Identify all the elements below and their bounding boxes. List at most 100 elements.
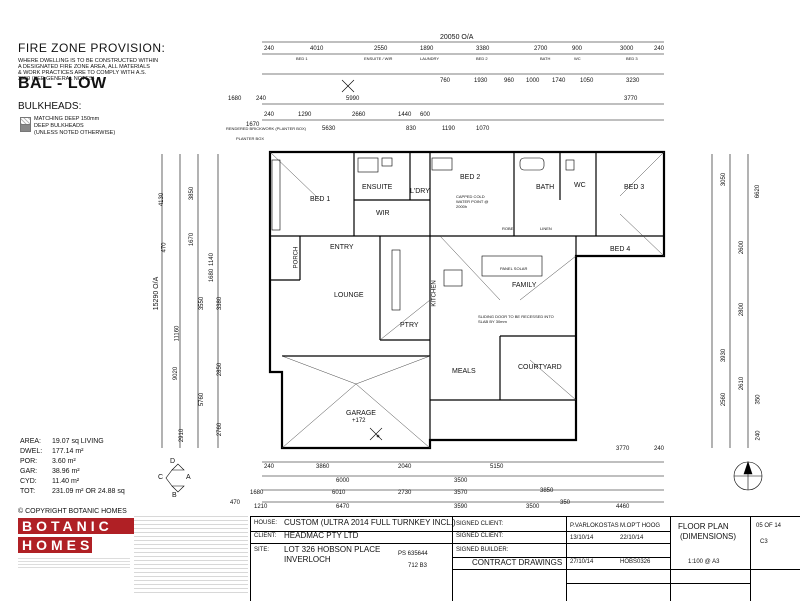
compass-letter: A <box>186 474 191 481</box>
note-sliding: SLIDING DOOR TO BE RECESSED INTO SLAB BY… <box>478 314 554 324</box>
client-label: CLIENT: <box>254 533 277 539</box>
roof-line <box>269 151 321 201</box>
dim: 2730 <box>398 490 412 496</box>
sheet-code: C3 <box>760 539 768 545</box>
dim: 240 <box>654 46 665 52</box>
room-garage: GARAGE <box>346 410 376 417</box>
dim: 350 <box>755 394 762 405</box>
room-linen: LINEN <box>540 226 552 231</box>
garage-marker <box>376 434 380 438</box>
room-bed1: BED 1 <box>310 196 331 203</box>
area-schedule: AREA: 19.07 sq LIVING DWEL: 177.14 m² PO… <box>18 436 156 500</box>
map-ref: 712 B3 <box>408 563 428 569</box>
roof-line <box>439 235 501 301</box>
dim: 3550 <box>199 296 206 311</box>
dim: 2610 <box>739 376 746 391</box>
dim-label: WC <box>574 56 581 61</box>
room-wir: WIR <box>376 210 390 217</box>
bulkhead-swatch-deep <box>20 124 31 132</box>
laundry-trough <box>431 157 453 171</box>
house-value: CUSTOM (ULTRA 2014 FULL TURNKEY INCL.) <box>284 518 456 527</box>
planter-box <box>271 159 281 231</box>
drawing-subtitle: (DIMENSIONS) <box>680 532 736 541</box>
compass-letter: B <box>172 492 177 499</box>
room-garage-sub: +172 <box>352 418 366 424</box>
dim: 3850 <box>540 488 554 494</box>
date-drawn: 13/10/14 <box>570 535 594 541</box>
area-value: 177.14 m² <box>52 448 84 455</box>
signed-builder: SIGNED BUILDER: <box>456 547 509 553</box>
dim: 470 <box>161 242 168 253</box>
area-value: 38.96 m² <box>52 468 80 475</box>
room-bed3: BED 3 <box>624 184 645 191</box>
floor-plan <box>161 41 763 503</box>
dim: 1680 <box>228 96 242 102</box>
cooktop <box>443 269 463 287</box>
logo-line2: HOMES <box>18 537 92 553</box>
area-label: AREA: <box>20 438 42 445</box>
room-bed4: BED 4 <box>610 246 631 253</box>
toilet <box>565 159 575 171</box>
dim: 1140 <box>208 253 215 266</box>
checked-by: M.OP'T HOOG <box>620 523 661 529</box>
dim: 3380 <box>217 296 224 311</box>
area-label: TOT: <box>20 488 36 495</box>
roof-line <box>619 151 665 197</box>
dim: 760 <box>440 78 451 84</box>
bulkheads-title: BULKHEADS: <box>18 101 82 112</box>
dim: 6000 <box>336 478 350 484</box>
plan-ref: PS 635644 <box>398 551 428 557</box>
dim: 2910 <box>179 428 186 443</box>
note-brickwork: RENDERED BRICKWORK (PLANTER BOX) <box>226 126 307 131</box>
roof-line <box>281 355 357 385</box>
kitchen-bench <box>391 249 401 311</box>
site-label: SITE: <box>254 547 270 553</box>
logo-fineprint <box>18 558 130 570</box>
roof-line <box>379 299 431 341</box>
client-value: HEADMAC PTY LTD <box>284 531 359 540</box>
signed-client-2: SIGNED CLIENT: <box>456 533 504 539</box>
dim: 1000 <box>526 78 540 84</box>
dim: 1670 <box>246 122 260 128</box>
dim: 3770 <box>616 446 630 452</box>
roof-line <box>355 355 431 385</box>
general-notes-block <box>134 516 248 596</box>
dim: 2800 <box>739 302 746 317</box>
dim: 1290 <box>298 112 312 118</box>
date-issued: 27/10/14 <box>570 559 594 565</box>
drawing-title: FLOOR PLAN <box>678 522 729 531</box>
area-value: 19.07 sq LIVING <box>52 438 104 445</box>
compass-icon <box>733 461 763 491</box>
dim-label: BED 3 <box>626 56 638 61</box>
note-capped: CAPPED COLD WATER POINT @ 2000h <box>456 194 489 209</box>
dim-overall-top: 20050 O/A <box>440 34 474 41</box>
x-marker <box>369 427 383 441</box>
dim: 5630 <box>322 126 336 132</box>
dim: 3590 <box>454 504 468 510</box>
dim: 2850 <box>217 362 224 377</box>
site-line2: INVERLOCH <box>284 555 331 564</box>
room-wc: WC <box>574 182 586 189</box>
dim-right-overall: 6620 <box>755 184 762 199</box>
dim-left-overall: 15290 O/A <box>153 276 161 311</box>
vanity <box>381 157 393 167</box>
dim: 1190 <box>442 126 455 132</box>
room-lounge: LOUNGE <box>334 292 364 299</box>
dim: 240 <box>256 96 267 102</box>
dim: 240 <box>755 430 762 441</box>
fire-zone-title: FIRE ZONE PROVISION: <box>18 41 166 55</box>
room-porch: PORCH <box>293 246 300 269</box>
compass-letter: C <box>158 474 164 481</box>
dim: 3930 <box>721 348 728 363</box>
fire-zone-line: WHERE DWELLING IS TO BE CONSTRUCTED WITH… <box>18 58 159 64</box>
entry-arrows-icon <box>165 463 185 493</box>
dim: 2550 <box>374 46 388 52</box>
dim: 1440 <box>398 112 412 118</box>
scale: 1:100 @ A3 <box>688 559 720 565</box>
dim: 3050 <box>721 172 728 187</box>
room-ensuite: ENSUITE <box>362 184 393 191</box>
bathtub <box>519 157 545 171</box>
company-logo: BOTANIC HOMES <box>18 518 134 570</box>
title-block: HOUSE: CUSTOM (ULTRA 2014 FULL TURNKEY I… <box>250 516 800 601</box>
dim: 2040 <box>398 464 412 470</box>
